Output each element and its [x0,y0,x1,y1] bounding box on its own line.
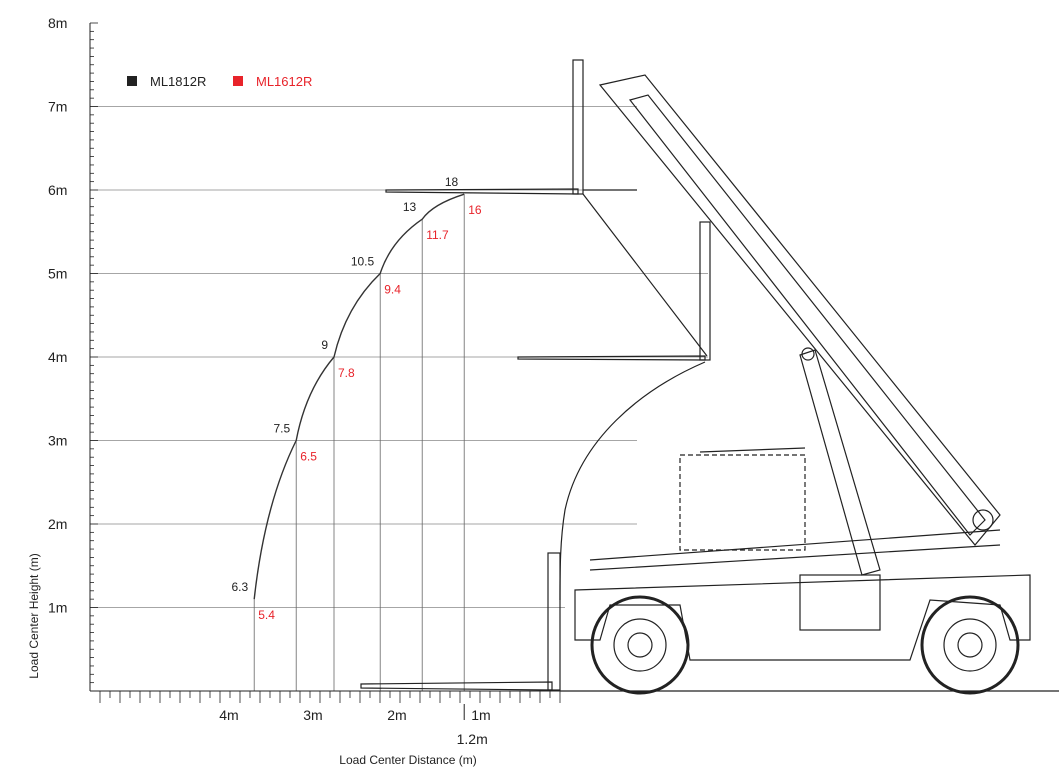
grid-lines [90,106,708,691]
capacity-label-ml1612r-0: 5.4 [258,608,275,622]
x-axis-title: Load Center Distance (m) [339,753,476,767]
legend-label-ml1812r: ML1812R [150,74,206,89]
capacity-curve [253,193,465,600]
boom-sweep-arc [559,361,706,601]
chassis [574,574,1031,661]
front-wheel-rim [613,618,667,672]
reach-line-diag [582,193,708,357]
x-tick-label-2: 2m [387,707,406,723]
lift-cylinder [799,349,881,576]
capacity-label-ml1812r-1: 7.5 [274,422,291,436]
capacity-label-ml1812r-5: 18 [445,175,459,189]
tick-labels: 1m 2m 3m 4m 5m 6m 7m 8m 4m 3m 2m 1m 1.2m [48,15,491,747]
boom [598,74,1001,546]
capacity-label-ml1812r-2: 9 [321,338,328,352]
capacity-labels: 6.3 7.5 9 10.5 13 18 5.4 6.5 7.8 9.4 11.7 16 [232,175,482,622]
y-tick-label-1: 1m [48,600,67,616]
legend-label-ml1612r: ML1612R [256,74,312,89]
rear-wheel-rim [943,618,997,672]
y-tick-label-4: 4m [48,349,67,365]
y-tick-label-3: 3m [48,433,67,449]
front-wheel-hub [627,632,653,658]
axes [89,22,561,720]
chassis-beam-2 [589,544,1001,571]
rear-wheel-hub [957,632,983,658]
y-tick-label-5: 5m [48,266,67,282]
legend: ML1812R ML1612R [127,74,312,89]
capacity-label-ml1612r-1: 6.5 [300,450,317,464]
capacity-label-ml1812r-0: 6.3 [232,580,249,594]
capacity-label-ml1612r-5: 16 [468,203,482,217]
y-tick-label-7: 7m [48,99,67,115]
y-tick-label-8: 8m [48,15,67,31]
fork-high-carriage [572,59,584,195]
cab [679,454,806,551]
boom-inner [628,94,986,536]
fork-mid [517,355,706,361]
chassis-beam [589,529,1001,561]
legend-swatch-ml1612r [233,76,243,86]
front-wheel [590,595,690,695]
fork-high [385,188,579,195]
x-tick-label-3: 3m [303,707,322,723]
legend-swatch-ml1812r [127,76,137,86]
capacity-label-ml1612r-4: 11.7 [426,228,449,242]
capacity-label-ml1612r-3: 9.4 [384,283,401,297]
capacity-label-ml1812r-4: 13 [403,200,417,214]
capacity-label-ml1812r-3: 10.5 [351,255,375,269]
capacity-label-ml1612r-2: 7.8 [338,366,355,380]
boom-pivot [972,509,994,531]
reach-stacker [560,74,1059,695]
fork-low-carriage [547,552,561,691]
cab-roof [699,447,806,453]
cylinder-pivot [801,347,815,361]
forks [360,59,711,691]
x-tick-label-1: 1m [471,707,490,723]
fork-mid-carriage [699,221,711,361]
fork-low [360,681,553,691]
y-tick-label-2: 2m [48,516,67,532]
y-tick-label-6: 6m [48,182,67,198]
y-axis-title: Load Center Height (m) [27,553,41,678]
x-tick-label-4: 4m [219,707,238,723]
rear-wheel [920,595,1020,695]
engine-block [799,574,881,631]
x-tick-label-extra: 1.2m [457,731,488,747]
envelope-curve [253,193,465,600]
